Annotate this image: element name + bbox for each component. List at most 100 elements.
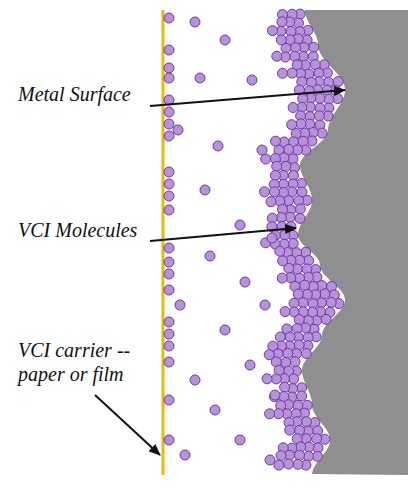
vci-molecule [235,220,245,230]
vci-molecule [284,459,294,469]
vci-molecule [272,51,282,61]
vci-molecule [260,300,270,310]
vci-molecule [276,451,286,461]
vci-molecule [260,187,270,197]
vci-molecule [265,409,275,419]
vci-molecule [164,329,174,339]
vci-molecule [210,405,220,415]
vci-molecule [280,382,290,392]
vci-molecule [301,417,311,427]
vci-molecule [312,434,322,444]
vci-molecule [296,119,306,129]
vci-molecule [164,167,174,177]
vci-molecule [205,251,215,261]
vci-molecule [164,269,174,279]
vci-molecule [272,161,282,171]
vci-molecule [314,111,324,121]
vci-molecule [274,460,284,470]
vci-molecule [164,13,174,23]
vci-molecule [200,185,210,195]
vci-molecule [247,75,257,85]
vci-molecule [164,395,174,405]
vci-molecule [309,42,319,52]
vci-molecule [295,213,305,223]
vci-molecule [287,68,297,78]
vci-molecule [266,197,276,207]
vci-molecule [267,233,277,243]
vci-molecule [283,348,293,358]
vci-molecule [173,125,183,135]
vci-molecule [294,315,304,325]
vci-molecule [285,425,295,435]
vci-molecule [271,374,281,384]
vci-molecule [164,357,174,367]
leader-line [150,228,296,241]
leader-line [150,90,345,106]
vci-molecule [270,390,280,400]
vci-molecule [326,297,336,307]
vci-molecule [275,246,285,256]
vci-molecule [245,360,255,370]
vci-molecule [164,205,174,215]
vci-molecule [164,317,174,327]
vci-molecule [164,341,174,351]
vci-molecule [301,349,311,359]
molecule-group [164,9,344,470]
vci-molecule [213,141,223,151]
vci-molecule [281,161,291,171]
vci-molecule [277,17,287,27]
vci-molecule [275,332,285,342]
vci-molecule [190,375,200,385]
leader-line [95,395,160,455]
vci-molecule [265,455,275,465]
vci-molecule [180,450,190,460]
vci-molecule [164,179,174,189]
vci-molecule [190,17,200,27]
vci-molecule [240,277,250,287]
vci-molecule [164,119,174,129]
vci-molecule [175,300,185,310]
vci-molecule [164,257,174,267]
vci-molecule [277,273,287,283]
vci-molecule [297,391,307,401]
vci-molecule [164,45,174,55]
vci-molecule [315,93,325,103]
vci-molecule [235,435,245,445]
vci-molecule [164,191,174,201]
vci-molecule [274,409,284,419]
vci-molecule [261,154,271,164]
vci-molecule [220,325,230,335]
vci-molecule [290,357,300,367]
vci-molecule [270,170,280,180]
vci-molecule [257,145,267,155]
vci-molecule [280,230,290,240]
vci-molecule [164,63,174,73]
vci-molecule [295,450,305,460]
vci-molecule [289,374,299,384]
vci-molecule [278,68,288,78]
callout-label: VCI carrier -- paper or film [18,338,153,386]
vci-molecule [195,73,205,83]
vci-molecule [321,314,331,324]
vci-molecule [164,285,174,295]
vci-molecule [262,374,272,384]
vci-molecule [268,26,278,36]
vci-molecule [220,35,230,45]
vci-molecule [164,107,174,117]
vci-molecule [164,243,174,253]
vci-molecule [284,263,294,273]
metal-surface [298,10,408,475]
vci-molecule [288,239,298,249]
callout-label: VCI Molecules [18,218,153,242]
callout-label: Metal Surface [18,82,153,106]
vci-molecule [300,280,310,290]
vci-molecule [288,103,298,113]
vci-molecule [164,73,174,83]
vci-molecule [298,298,308,308]
vci-molecule [164,435,174,445]
vci-molecule [270,187,280,197]
vci-molecule [280,307,290,317]
vci-molecule [295,204,305,214]
